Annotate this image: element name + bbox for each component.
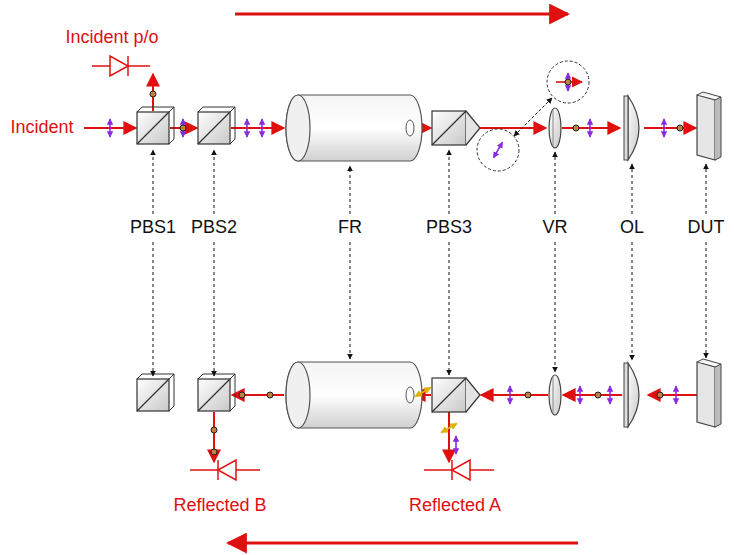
component-label: PBS2 [191, 218, 237, 238]
component-label: FR [338, 218, 362, 238]
component-label: PBS1 [130, 218, 176, 238]
component-label: DUT [688, 218, 725, 238]
component-label: OL [620, 218, 644, 238]
beam-label: Incident [10, 118, 73, 138]
detector-label: Reflected A [409, 496, 501, 516]
detector-label: Incident p/o [65, 28, 158, 48]
component-label: VR [542, 218, 567, 238]
component-label: PBS3 [426, 218, 472, 238]
detector-label: Reflected B [173, 496, 266, 516]
